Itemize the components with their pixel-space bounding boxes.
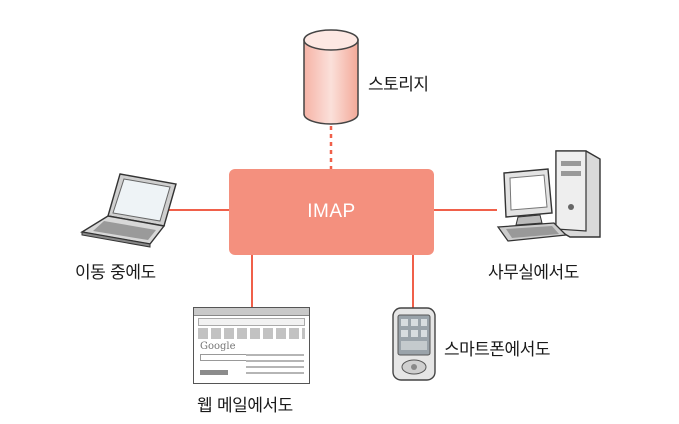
webmail-label: 웹 메일에서도	[197, 396, 293, 416]
browser-button	[200, 370, 228, 375]
office-label: 사무실에서도	[488, 263, 579, 283]
laptop-icon	[80, 173, 177, 248]
google-logo: Google	[200, 341, 236, 352]
imap-hub: IMAP	[229, 169, 434, 255]
browser-window-icon: Google	[193, 307, 310, 384]
storage-label: 스토리지	[368, 75, 429, 95]
browser-menu-lines	[198, 328, 305, 339]
imap-label: IMAP	[307, 201, 356, 222]
browser-addressbar	[198, 318, 305, 326]
mobile-label: 이동 중에도	[75, 263, 156, 283]
database-cylinder-icon	[303, 29, 359, 125]
browser-titlebar	[194, 308, 309, 316]
browser-text-lines	[246, 354, 304, 378]
smartphone-label: 스마트폰에서도	[444, 340, 550, 360]
smartphone-icon	[392, 307, 436, 381]
desktop-computer-icon	[496, 150, 601, 242]
